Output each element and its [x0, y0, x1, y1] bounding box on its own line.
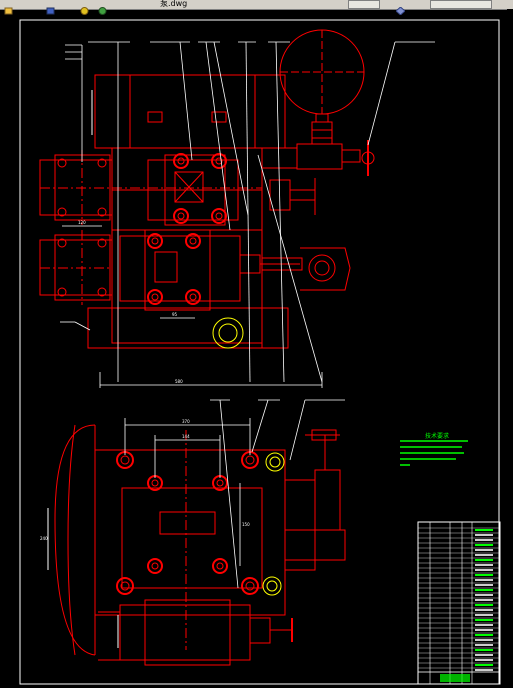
open-icon[interactable] [4, 0, 13, 15]
parts-list-cell [475, 649, 493, 651]
parts-list-cell [475, 574, 493, 576]
parts-list-cell [475, 604, 493, 606]
leader-lines-bottom [124, 399, 345, 589]
dropdown-button[interactable] [348, 0, 380, 9]
parts-list-cell [475, 564, 493, 566]
small-fitting-upper [265, 452, 285, 472]
dim-bolt-pitch: 95 [172, 312, 178, 317]
center-port [159, 511, 216, 535]
parts-list-cell [475, 539, 493, 541]
valve-body [261, 147, 298, 169]
dim-bottom-width: 370 [182, 419, 190, 424]
title-bar: 泵.dwg [0, 0, 513, 16]
notes-title: 技术要求 [425, 433, 450, 440]
parts-list-cell [475, 629, 493, 631]
parts-list-cell [475, 554, 493, 556]
parts-list-cell [475, 624, 493, 626]
base-block [87, 307, 289, 349]
bottom-view [47, 424, 346, 666]
leader-lines-top [60, 41, 435, 383]
outlet-fitting [308, 254, 336, 282]
parts-list-cell [475, 609, 493, 611]
window-title: 泵.dwg [160, 0, 188, 8]
valve-handwheel [361, 151, 375, 165]
title-block [417, 671, 501, 685]
parts-list-cell [475, 614, 493, 616]
small-fitting-lower [262, 576, 282, 596]
layer-icon[interactable] [98, 0, 107, 15]
parts-list-cell [475, 644, 493, 646]
parts-list-cell [475, 654, 493, 656]
zoom-icon[interactable] [395, 0, 406, 16]
dimensions-top [62, 225, 323, 388]
parts-list-cell [475, 534, 493, 536]
parts-list-cell [475, 634, 493, 636]
parts-list-cell [475, 594, 493, 596]
top-view [39, 29, 375, 349]
cylinder-block-lower [119, 235, 241, 302]
relief-valve [284, 479, 316, 571]
parts-list-cell [475, 584, 493, 586]
print-icon[interactable] [80, 0, 89, 15]
parts-list-cell [475, 599, 493, 601]
cad-drawing-canvas[interactable]: 580 95 120 [0, 9, 507, 688]
dim-side-height: 150 [242, 522, 250, 527]
dim-small-span: 120 [78, 220, 86, 225]
parts-list-cell [475, 639, 493, 641]
technical-notes [400, 440, 468, 466]
valve-stem [311, 429, 337, 441]
parts-list-cell [475, 589, 493, 591]
parts-list-cell [475, 579, 493, 581]
drawing-frame [19, 19, 500, 685]
dim-inner-width: 144 [182, 434, 190, 439]
left-cover [54, 424, 96, 656]
bolts-top [147, 153, 227, 305]
parts-list-cell [475, 664, 493, 666]
parts-list-cell [475, 669, 493, 671]
parts-list-cell [475, 529, 493, 531]
parts-list-cell [475, 549, 493, 551]
parts-list-cell [475, 559, 493, 561]
parts-list-cell [475, 569, 493, 571]
canvas-edge [507, 9, 513, 688]
parts-list-cell [475, 544, 493, 546]
dim-top-width: 580 [175, 379, 183, 384]
view-button[interactable] [430, 0, 492, 9]
dim-left-height: 240 [40, 536, 48, 541]
drain-plug [212, 317, 244, 349]
cylinder-block-upper [147, 159, 239, 221]
parts-list-cell [475, 619, 493, 621]
parts-list-rows [418, 527, 500, 671]
save-icon[interactable] [46, 0, 55, 15]
parts-list-cell [475, 659, 493, 661]
